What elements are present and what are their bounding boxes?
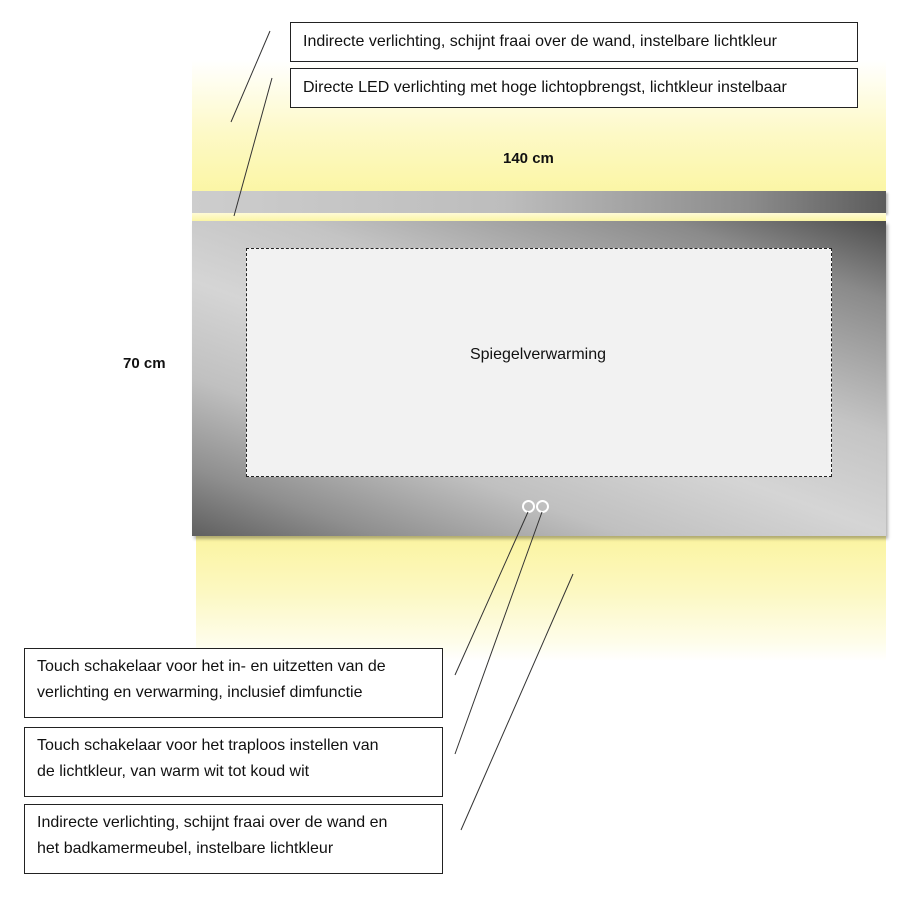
callout-line: verlichting en verwarming, inclusief dim…	[37, 684, 363, 701]
callout-line: Touch schakelaar voor het in- en uitzett…	[37, 658, 386, 675]
callout-line: Touch schakelaar voor het traploos inste…	[37, 737, 379, 754]
leader-line-touch-power	[454, 511, 529, 676]
leader-line-indirect-top	[230, 30, 271, 123]
direct-led-strip	[192, 213, 886, 221]
callout-indirect-light-top: Indirecte verlichting, schijnt fraai ove…	[290, 22, 858, 62]
leader-line-indirect-bottom	[460, 573, 574, 831]
heating-zone	[246, 248, 832, 477]
callout-line: Indirecte verlichting, schijnt fraai ove…	[37, 814, 388, 831]
callout-touch-color: Touch schakelaar voor het traploos inste…	[24, 727, 443, 797]
height-dimension-label: 70 cm	[123, 355, 166, 372]
heating-zone-label: Spiegelverwarming	[469, 346, 607, 363]
callout-text: Directe LED verlichting met hoge lichtop…	[303, 79, 787, 96]
touch-switch-color[interactable]	[536, 500, 549, 513]
indirect-light-glow-bottom	[196, 536, 886, 661]
mirror-top-strip	[192, 191, 886, 213]
width-dimension-label: 140 cm	[503, 150, 554, 167]
touch-switch-power[interactable]	[522, 500, 535, 513]
callout-line: het badkamermeubel, instelbare lichtkleu…	[37, 840, 334, 857]
callout-text: Indirecte verlichting, schijnt fraai ove…	[303, 33, 778, 50]
leader-line-touch-color	[454, 511, 543, 755]
callout-touch-power: Touch schakelaar voor het in- en uitzett…	[24, 648, 443, 718]
callout-direct-led: Directe LED verlichting met hoge lichtop…	[290, 68, 858, 108]
callout-indirect-light-bottom: Indirecte verlichting, schijnt fraai ove…	[24, 804, 443, 874]
leader-line-direct-led	[233, 77, 273, 217]
callout-line: de lichtkleur, van warm wit tot koud wit	[37, 763, 310, 780]
